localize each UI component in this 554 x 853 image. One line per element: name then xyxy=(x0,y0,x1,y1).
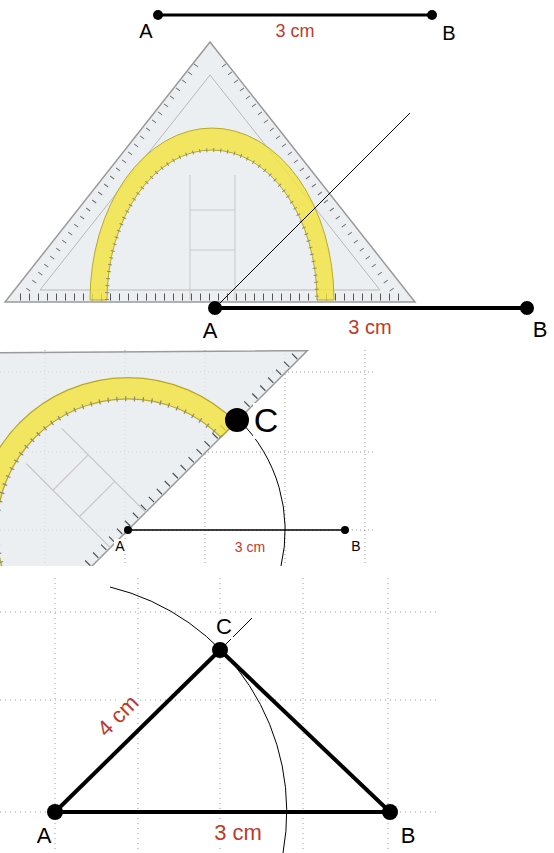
side-ac xyxy=(55,650,220,812)
segment-ab xyxy=(215,306,527,310)
side-ab xyxy=(55,810,390,814)
point-name: C xyxy=(215,615,233,638)
point-name: C xyxy=(253,403,280,439)
scale-ticks xyxy=(28,60,200,290)
scale-ticks xyxy=(20,294,400,301)
protractor-ticks xyxy=(107,150,317,300)
set-square xyxy=(5,42,415,302)
point-dot xyxy=(225,408,249,432)
point-dot xyxy=(341,526,349,534)
side-cb xyxy=(220,650,390,812)
protractor-band xyxy=(90,128,334,300)
dimension-label: 3 cm xyxy=(213,821,263,844)
dimension-label: 3 cm xyxy=(274,22,315,41)
step-two xyxy=(5,42,534,315)
point-name: A xyxy=(202,319,219,342)
dotted-grid xyxy=(0,578,440,853)
point-name: B xyxy=(441,23,456,44)
segment-ab xyxy=(158,14,432,17)
point-name: B xyxy=(350,539,361,554)
set-square-grid xyxy=(190,210,235,211)
set-square-grid xyxy=(190,175,191,300)
set-square-grid xyxy=(235,175,236,300)
dimension-label: 3 cm xyxy=(347,317,392,338)
point-dot xyxy=(47,804,63,820)
point-name: B xyxy=(532,318,549,341)
point-name: A xyxy=(138,21,153,42)
point-dot xyxy=(208,301,222,315)
step-one xyxy=(153,10,437,20)
point-dot xyxy=(520,301,534,315)
point-name: A xyxy=(114,539,125,554)
set-square-grid xyxy=(190,250,235,251)
scale-ticks xyxy=(220,60,392,290)
step-three xyxy=(0,169,375,713)
point-dot xyxy=(382,804,398,820)
segment-ab xyxy=(128,529,345,531)
angle-ray xyxy=(215,113,410,308)
point-dot xyxy=(212,642,228,658)
point-name: A xyxy=(36,824,53,847)
set-square-rotated xyxy=(0,350,307,566)
point-dot xyxy=(153,10,163,20)
dimension-label: 3 cm xyxy=(234,540,266,555)
point-dot xyxy=(124,526,132,534)
point-dot xyxy=(427,10,437,20)
step-four xyxy=(0,578,440,853)
point-name: B xyxy=(400,824,417,847)
